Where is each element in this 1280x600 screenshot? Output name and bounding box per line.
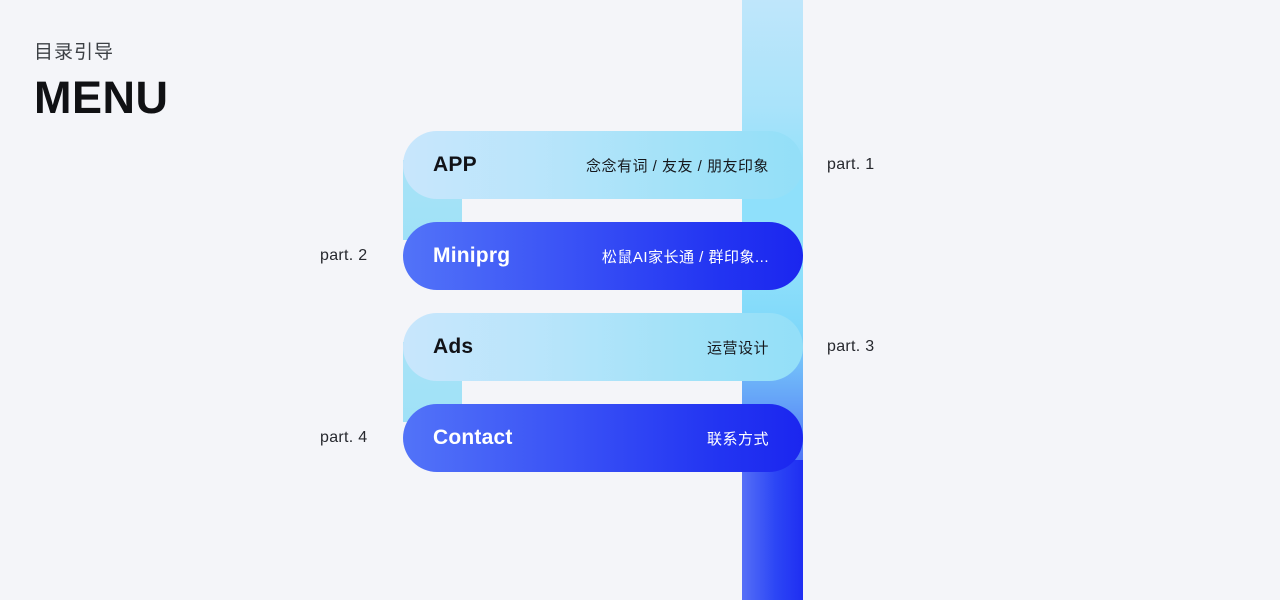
menu-item-title: APP bbox=[433, 153, 477, 176]
menu-item-title: Contact bbox=[433, 426, 513, 449]
vertical-ribbon-right-lower bbox=[742, 460, 803, 600]
part-label-4: part. 4 bbox=[320, 429, 368, 446]
menu-item-subtitle: 念念有词 / 友友 / 朋友印象 bbox=[585, 157, 769, 175]
menu-item-title: Ads bbox=[433, 335, 474, 358]
menu-item-title: Miniprg bbox=[433, 244, 511, 267]
menu-item-subtitle: 联系方式 bbox=[706, 430, 769, 448]
menu-item-ads[interactable]: Ads 运营设计 bbox=[403, 313, 803, 381]
part-label-3: part. 3 bbox=[827, 338, 875, 355]
part-label-1: part. 1 bbox=[827, 156, 875, 173]
page-title: MENU bbox=[34, 72, 169, 123]
menu-item-miniprg[interactable]: Miniprg 松鼠AI家长通 / 群印象... bbox=[403, 222, 803, 290]
menu-item-subtitle: 松鼠AI家长通 / 群印象... bbox=[601, 248, 769, 266]
menu-item-app[interactable]: APP 念念有词 / 友友 / 朋友印象 bbox=[403, 131, 803, 199]
menu-item-subtitle: 运营设计 bbox=[706, 339, 769, 357]
part-label-2: part. 2 bbox=[320, 247, 368, 264]
menu-item-contact[interactable]: Contact 联系方式 bbox=[403, 404, 803, 472]
heading-subtitle: 目录引导 bbox=[34, 42, 115, 63]
menu-row-2: Miniprg 松鼠AI家长通 / 群印象... part. 2 bbox=[0, 222, 1280, 290]
page-heading: 目录引导 MENU bbox=[34, 40, 169, 124]
menu-row-1: APP 念念有词 / 友友 / 朋友印象 part. 1 bbox=[0, 131, 1280, 199]
menu-row-3: Ads 运营设计 part. 3 bbox=[0, 313, 1280, 381]
menu-row-4: Contact 联系方式 part. 4 bbox=[0, 404, 1280, 472]
